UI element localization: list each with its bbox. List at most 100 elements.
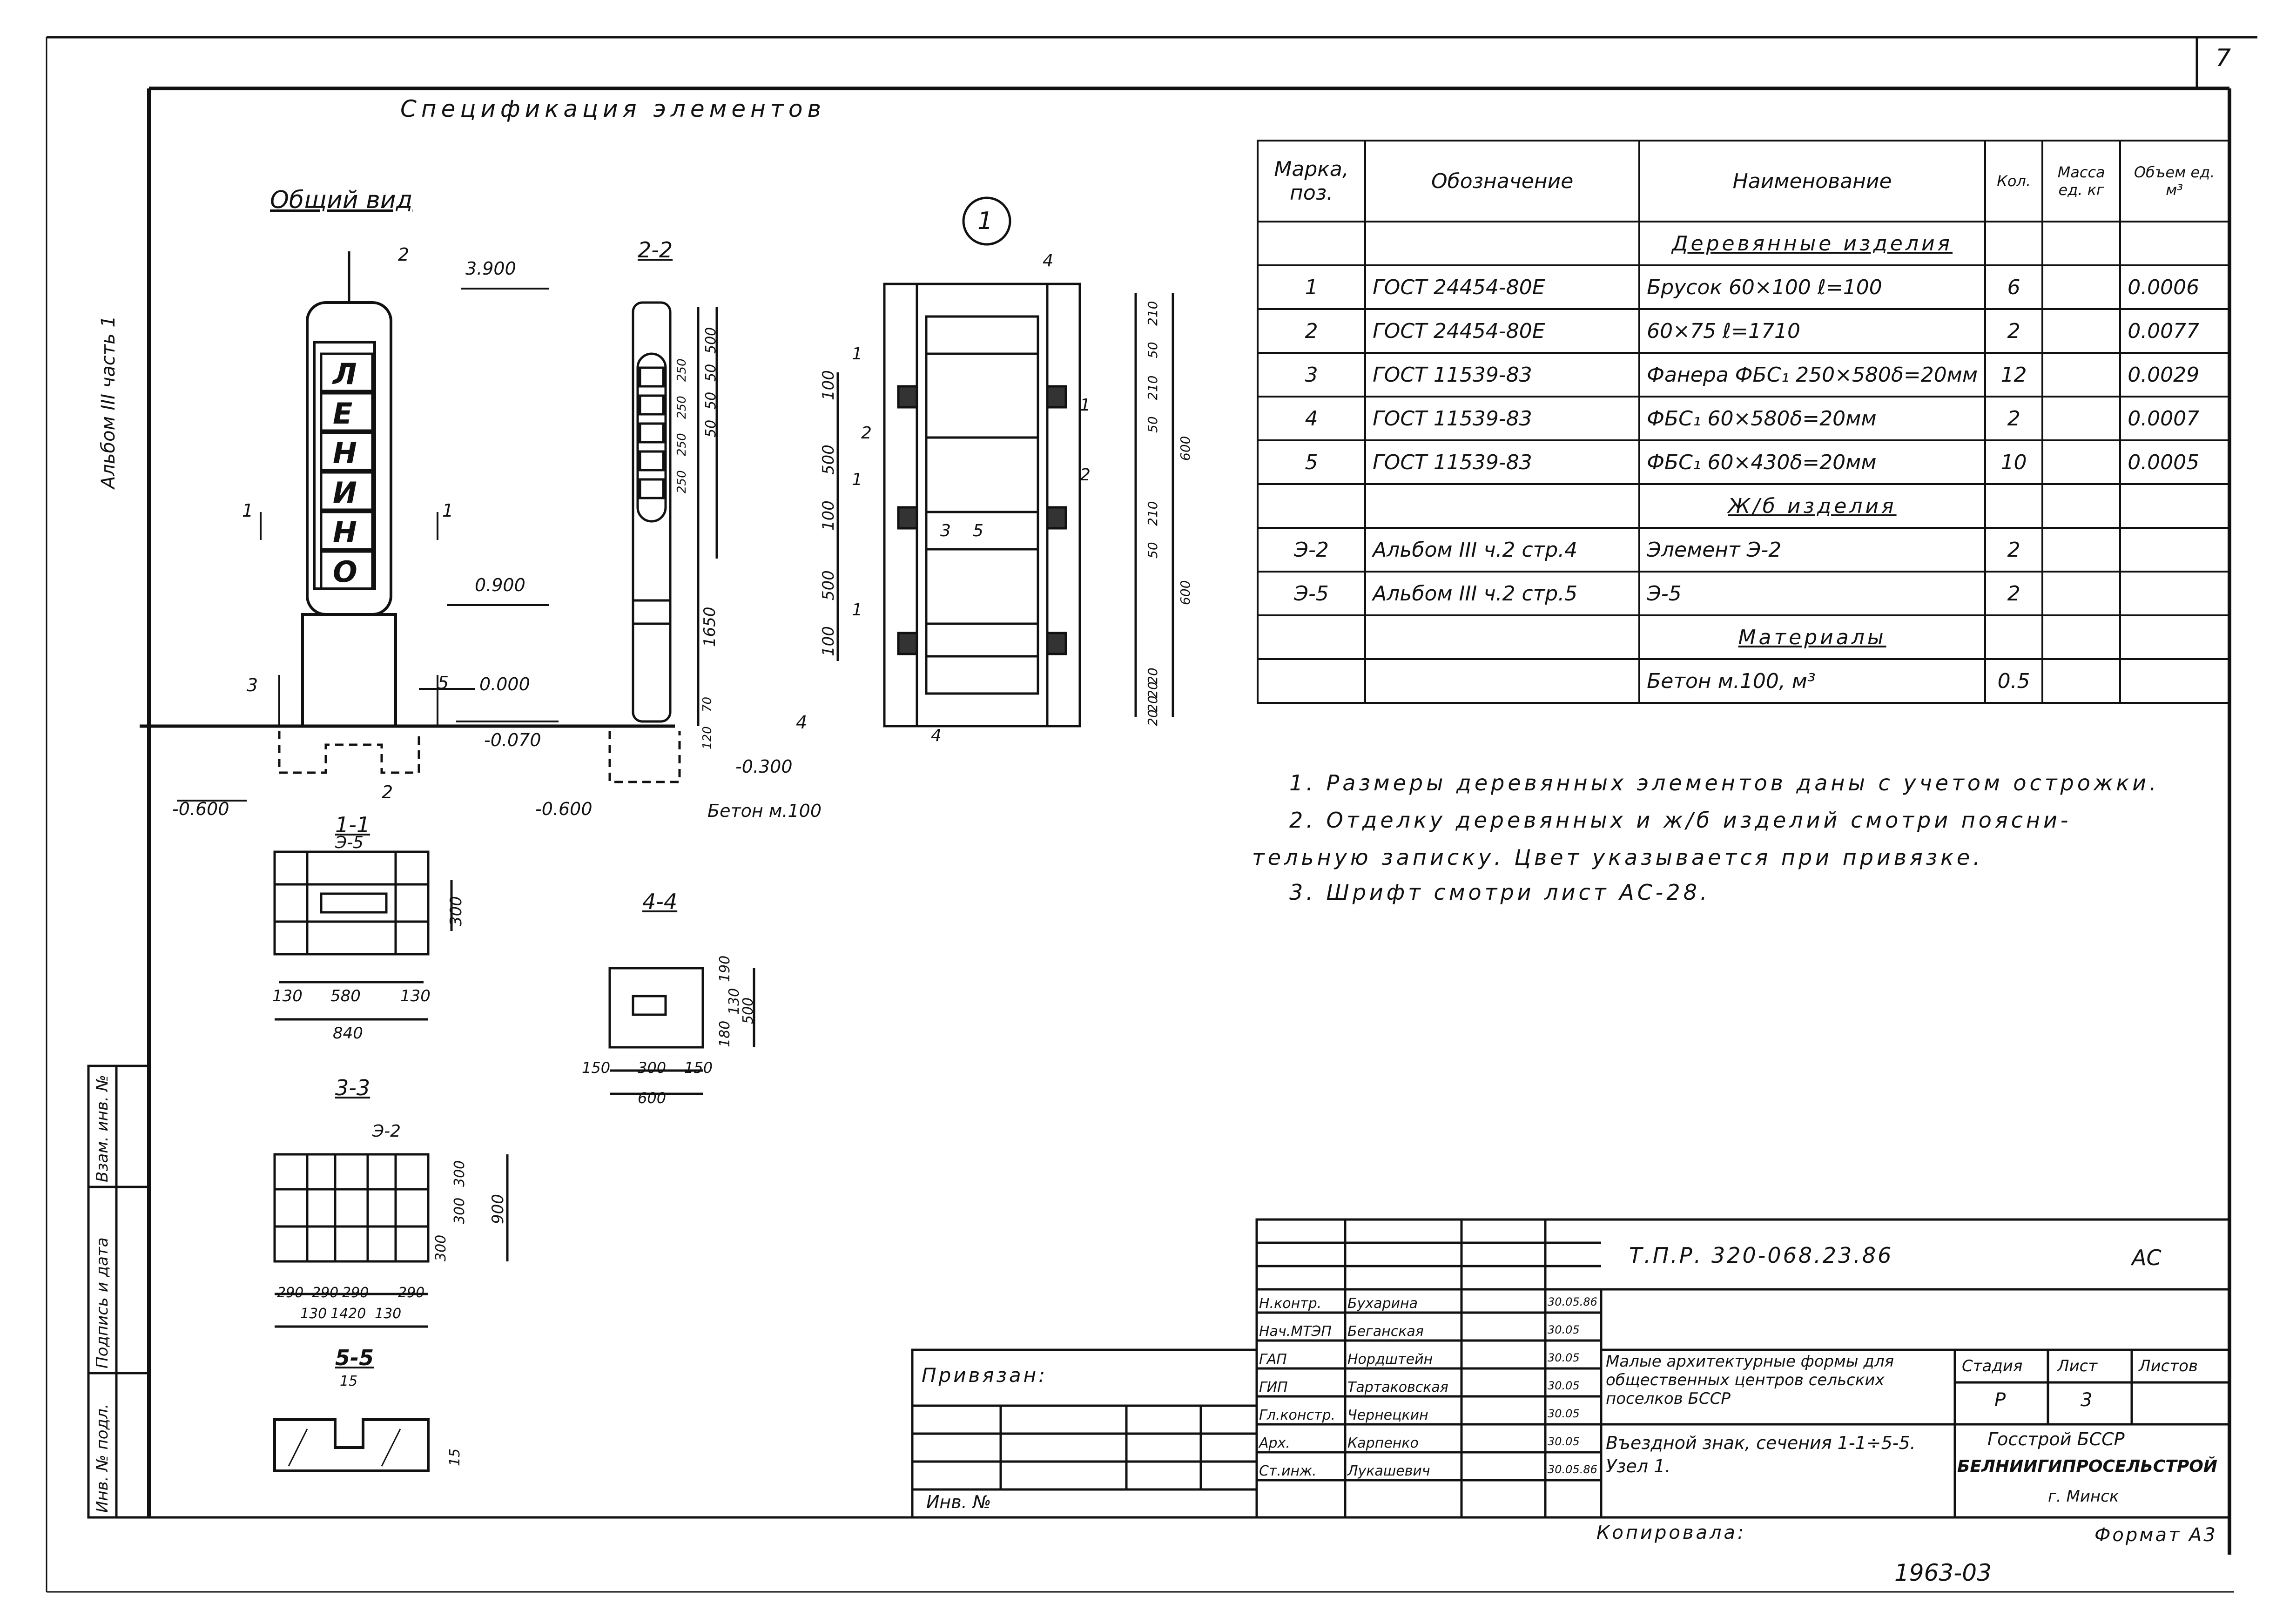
spec-cell-designation: Альбом III ч.2 стр.4 bbox=[1364, 527, 1641, 573]
dim-label: 290 bbox=[398, 1285, 425, 1301]
dim-label: 250 bbox=[675, 358, 689, 382]
dim-label: 290 bbox=[342, 1285, 369, 1301]
dim-label: 50 bbox=[703, 391, 719, 410]
dim-label: 500 bbox=[819, 570, 838, 600]
spec-cell-mark bbox=[1256, 483, 1367, 529]
spec-cell-name: Ж/б изделия bbox=[1638, 483, 1987, 529]
section-2-2-title: 2-2 bbox=[638, 237, 673, 263]
node-callout: 3 bbox=[940, 521, 951, 540]
spec-cell-mass bbox=[2041, 221, 2121, 266]
dim-label: 130 bbox=[375, 1306, 402, 1322]
signer-role: Нач.МТЭП bbox=[1259, 1323, 1332, 1340]
signer-role: Гл.констр. bbox=[1259, 1407, 1336, 1423]
signer-name: Лукашевич bbox=[1347, 1463, 1430, 1479]
section-mark: 1 bbox=[242, 500, 254, 521]
tb-stage-code: АС bbox=[2132, 1245, 2162, 1270]
dim-label: 300 bbox=[433, 1234, 449, 1261]
dim-label: 15 bbox=[340, 1373, 358, 1389]
spec-cell-mass bbox=[2041, 396, 2121, 441]
spec-cell-designation: ГОСТ 11539-83 bbox=[1364, 352, 1641, 398]
format-label: Формат А3 bbox=[2094, 1524, 2217, 1546]
spec-cell-designation bbox=[1364, 658, 1641, 704]
elev-minus-0600-mid: -0.600 bbox=[535, 799, 593, 819]
spec-cell-designation: ГОСТ 11539-83 bbox=[1364, 439, 1641, 485]
spec-cell-vol: 0.0007 bbox=[2119, 396, 2229, 441]
tb-sheets-header: Листов bbox=[2139, 1357, 2198, 1375]
side-stamp-inventory: Инв. № подл. bbox=[93, 1403, 112, 1513]
dim-label: 150 bbox=[582, 1059, 611, 1077]
dim-label: 250 bbox=[675, 433, 689, 456]
spec-cell-name: Брусок 60×100 ℓ=100 bbox=[1638, 264, 1987, 310]
dim-label: 1420 bbox=[330, 1306, 366, 1322]
section-mark: 2 bbox=[398, 244, 410, 265]
dim-label: 580 bbox=[330, 987, 361, 1005]
dim-label: 300 bbox=[451, 1160, 468, 1187]
spec-cell-name: Деревянные изделия bbox=[1638, 221, 1987, 266]
section-4-4-drawing bbox=[608, 967, 755, 1095]
elev-minus-0070: -0.070 bbox=[484, 730, 541, 750]
spec-cell-name: Элемент Э-2 bbox=[1638, 527, 1987, 573]
general-view-title: Общий вид bbox=[270, 186, 413, 214]
spec-row: Деревянные изделия bbox=[1256, 221, 2229, 266]
node-callout: 5 bbox=[973, 521, 983, 540]
spec-cell-name: ФБС₁ 60×580δ=20мм bbox=[1638, 396, 1987, 441]
spec-cell-mass bbox=[2041, 658, 2121, 704]
spec-cell-designation: ГОСТ 24454-80Е bbox=[1364, 264, 1641, 310]
note-3: тельную записку. Цвет указывается при пр… bbox=[1252, 845, 1983, 870]
spec-cell-vol bbox=[2119, 527, 2229, 573]
concrete-label: Бетон м.100 bbox=[707, 801, 822, 821]
mark-e5: Э-5 bbox=[335, 833, 364, 852]
signer-name: Чернецкин bbox=[1347, 1407, 1428, 1423]
spec-header-cell: Обозначение bbox=[1364, 140, 1641, 222]
svg-text:О: О bbox=[333, 555, 357, 589]
spec-header-cell: Объем ед. м³ bbox=[2119, 140, 2229, 222]
spec-cell-vol: 0.0029 bbox=[2119, 352, 2229, 398]
spec-cell-name: Бетон м.100, м³ bbox=[1638, 658, 1987, 704]
dim-label: 300 bbox=[451, 1197, 468, 1224]
svg-text:И: И bbox=[333, 476, 357, 510]
copy-number: 1963-03 bbox=[1894, 1559, 1992, 1586]
section-mark: 5 bbox=[438, 673, 449, 693]
spec-cell-designation bbox=[1364, 483, 1641, 529]
dim-label: 600 bbox=[1178, 580, 1193, 605]
dim-label: 300 bbox=[638, 1059, 667, 1077]
svg-text:Н: Н bbox=[333, 515, 357, 549]
title-block-frame bbox=[1255, 1218, 2231, 1519]
spec-cell-qty: 0.5 bbox=[1984, 658, 2044, 704]
spec-cell-mark: Э-5 bbox=[1256, 571, 1367, 616]
note-4: 3. Шрифт смотри лист АС-28. bbox=[1289, 880, 1711, 905]
section-1-1-drawing bbox=[273, 850, 453, 1021]
signer-date: 30.05.86 bbox=[1548, 1463, 1597, 1476]
node-callout: 1 bbox=[852, 344, 862, 364]
dim-label: 130 bbox=[272, 987, 303, 1005]
side-stamp-frame bbox=[87, 1065, 150, 1519]
dim-label: 250 bbox=[675, 470, 689, 493]
spec-cell-qty: 10 bbox=[1984, 439, 2044, 485]
signer-date: 30.05.86 bbox=[1548, 1295, 1597, 1308]
dim-label: 130 bbox=[300, 1306, 327, 1322]
spec-cell-mark: 5 bbox=[1256, 439, 1367, 485]
dim-label: 130 bbox=[400, 987, 431, 1005]
dim-label: 900 bbox=[489, 1194, 507, 1224]
node-callout: 2 bbox=[861, 424, 872, 443]
spec-cell-mark: 4 bbox=[1256, 396, 1367, 441]
spec-cell-qty: 2 bbox=[1984, 396, 2044, 441]
signer-date: 30.05 bbox=[1548, 1435, 1580, 1448]
node-callout: 2 bbox=[1080, 465, 1091, 485]
spec-cell-qty: 2 bbox=[1984, 527, 2044, 573]
dim-label: 100 bbox=[819, 370, 838, 400]
dim-label: 500 bbox=[819, 445, 838, 475]
spec-header-cell: Масса ед. кг bbox=[2041, 140, 2121, 222]
spec-cell-qty: 2 bbox=[1984, 308, 2044, 354]
tb-org1: Госстрой БССР bbox=[1987, 1429, 2125, 1449]
spec-cell-vol: 0.0006 bbox=[2119, 264, 2229, 310]
side-stamp-replacement: Взам. инв. № bbox=[93, 1075, 112, 1182]
spec-header-cell: Марка, поз. bbox=[1256, 140, 1367, 222]
spec-cell-mass bbox=[2041, 308, 2121, 354]
dim-label: 500 bbox=[703, 327, 719, 354]
spec-title: Спецификация элементов bbox=[400, 95, 826, 122]
